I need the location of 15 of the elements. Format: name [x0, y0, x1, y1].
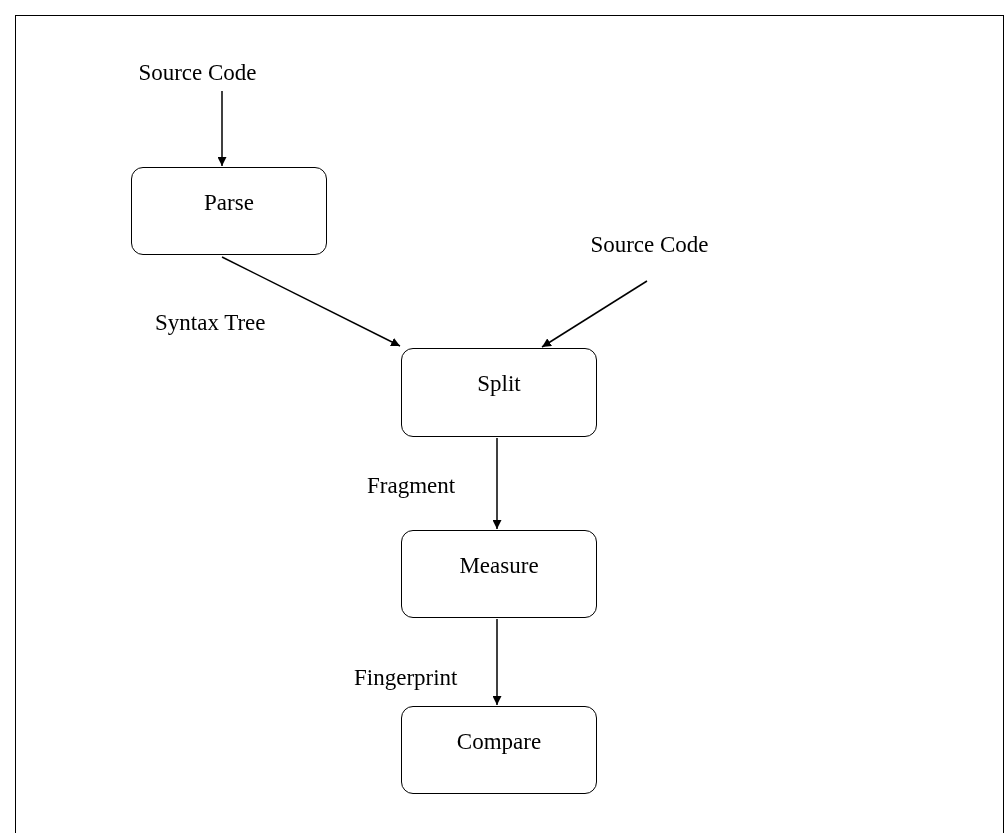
arrow [221, 256, 401, 347]
input-label: Source Code [115, 58, 280, 88]
input-label: Source Code [567, 230, 732, 260]
arrow [217, 90, 227, 167]
process-box [131, 167, 327, 255]
process-box [401, 348, 597, 437]
process-label: Split [477, 371, 521, 397]
process-box [401, 530, 597, 618]
process-label: Compare [456, 729, 542, 755]
process-label: Parse [204, 190, 254, 216]
arrow [492, 437, 502, 530]
process-label: Measure [459, 553, 539, 579]
process-box [401, 706, 597, 794]
arrow [541, 280, 648, 348]
arrow [492, 618, 502, 706]
